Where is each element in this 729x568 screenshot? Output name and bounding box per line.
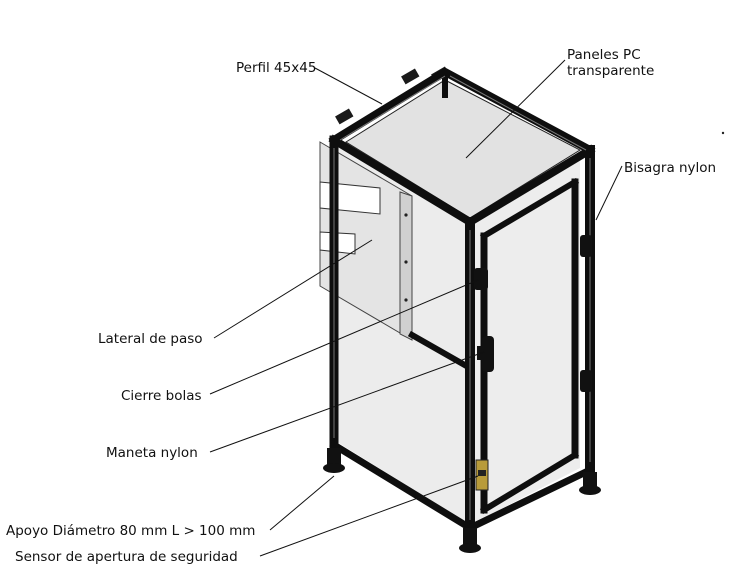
label-maneta: Maneta nylon [106, 445, 198, 461]
leader-lateral [213, 239, 373, 339]
label-paneles-line1: Paneles PC [567, 47, 641, 63]
leader-cierre [209, 279, 479, 395]
label-sensor: Sensor de apertura de seguridad [15, 549, 238, 565]
label-apoyo: Apoyo Diámetro 80 mm L > 100 mm [6, 523, 255, 539]
leader-apoyo [269, 475, 335, 531]
hinges [580, 235, 592, 392]
leader-maneta [209, 351, 485, 453]
label-cierre: Cierre bolas [121, 388, 202, 404]
profile-grooves [333, 75, 591, 520]
label-bisagra: Bisagra nylon [624, 160, 716, 176]
leader-lines [209, 59, 623, 557]
ball-latch [474, 268, 488, 290]
label-paneles-line2: transparente [567, 63, 654, 79]
leader-sensor [259, 475, 479, 557]
leader-perfil [314, 67, 383, 105]
label-perfil: Perfil 45x45 [236, 60, 316, 76]
cabinet-drawing [319, 66, 725, 553]
label-lateral: Lateral de paso [98, 331, 203, 347]
leader-bisagra [595, 165, 623, 221]
leader-paneles [465, 59, 566, 159]
leveling-feet [323, 448, 601, 553]
callout-labels: Perfil 45x45 Paneles PC transparente Bis… [6, 47, 716, 565]
safety-sensor [475, 459, 489, 491]
